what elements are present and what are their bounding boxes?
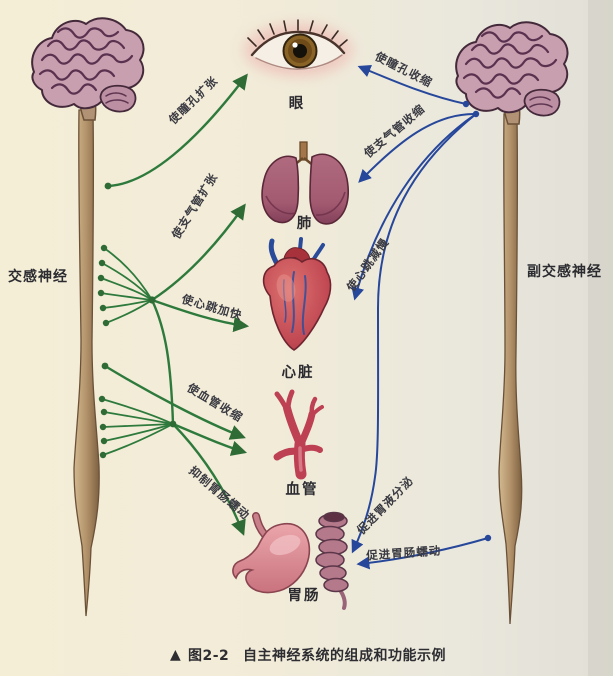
caption-title: 自主神经系统的组成和功能示例 xyxy=(243,647,446,664)
sympathetic-arrow-to-stomach xyxy=(171,422,246,536)
sympathetic-spinal-cord xyxy=(73,109,100,617)
parasympathetic-arrow-to-intestine xyxy=(356,537,489,570)
figure-caption: ▲ 图2-2 自主神经系统的组成和功能示例 xyxy=(170,647,446,664)
parasympathetic-arrow-to-eye xyxy=(357,64,467,105)
parasympathetic-nerve-roots xyxy=(462,100,492,542)
page-edge-shadow xyxy=(588,0,613,676)
blood-vessel-illustration xyxy=(273,389,324,480)
stomach-intestine-illustration xyxy=(232,511,349,610)
parasympathetic-nerve-label: 副交感神经 xyxy=(527,263,602,280)
parasympathetic-spinal-cord xyxy=(498,113,523,625)
parasympathetic-arrow-to-heart xyxy=(351,113,477,301)
sympathetic-arrow-to-heart xyxy=(150,298,250,333)
sympathetic-nerve-label: 交感神经 xyxy=(8,268,68,285)
lung-illustration xyxy=(261,141,349,225)
organ-label-vessel: 血管 xyxy=(286,480,319,498)
parasympathetic-nerve-fibres xyxy=(351,64,492,570)
heart-illustration xyxy=(262,237,332,351)
sympathetic-nerve-roots xyxy=(97,182,177,459)
eye-illustration xyxy=(243,19,353,77)
sympathetic-arrow-to-vessel-upper xyxy=(103,364,246,440)
organ-label-heart: 心脏 xyxy=(282,363,315,381)
sympathetic-nerve-fibres xyxy=(97,73,250,536)
organ-label-eye: 眼 xyxy=(289,95,306,112)
organ-label-gi: 胃肠 xyxy=(288,587,321,604)
organ-label-lung: 肺 xyxy=(297,214,314,232)
effect-label-promote-gi-motility: 促进胃肠蠕动 xyxy=(365,543,442,562)
parasympathetic-arrow-to-lung xyxy=(358,112,477,183)
sympathetic-arrow-to-lung xyxy=(150,203,246,302)
sympathetic-arrow-to-vessel-lower xyxy=(171,422,247,456)
caption-triangle-icon: ▲ xyxy=(170,647,181,663)
caption-figure-number: 图2-2 xyxy=(188,648,229,664)
sympathetic-arrow-to-eye xyxy=(106,73,248,188)
eyelashes xyxy=(247,19,348,47)
parasympathetic-arrow-to-stomach xyxy=(351,113,477,554)
